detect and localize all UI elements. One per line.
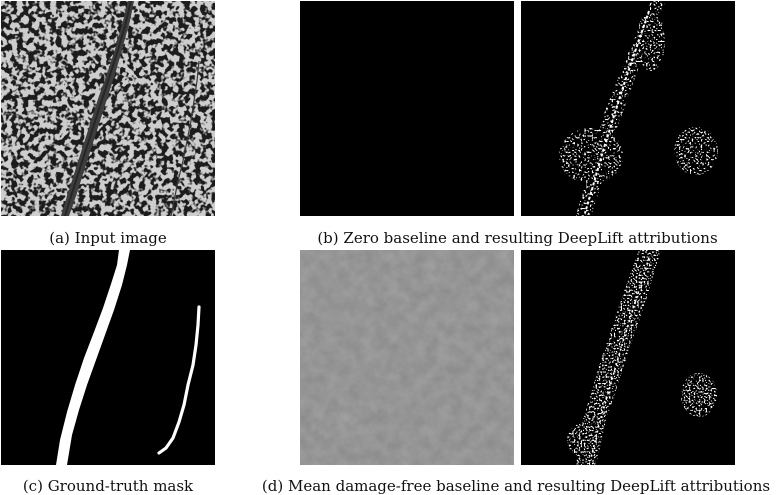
mean-damage-free-baseline-image [300,250,514,465]
caption-d: (d) Mean damage-free baseline and result… [261,477,771,495]
caption-c: (c) Ground-truth mask [22,477,194,495]
caption-a: (a) Input image [49,229,167,247]
deeplift-attributions-mean-baseline [521,250,735,465]
zero-baseline-image [300,1,514,216]
ground-truth-mask [1,250,215,465]
input-image [1,1,215,216]
caption-b: (b) Zero baseline and resulting DeepLift… [317,229,718,247]
deeplift-attributions-zero-baseline [521,1,735,216]
